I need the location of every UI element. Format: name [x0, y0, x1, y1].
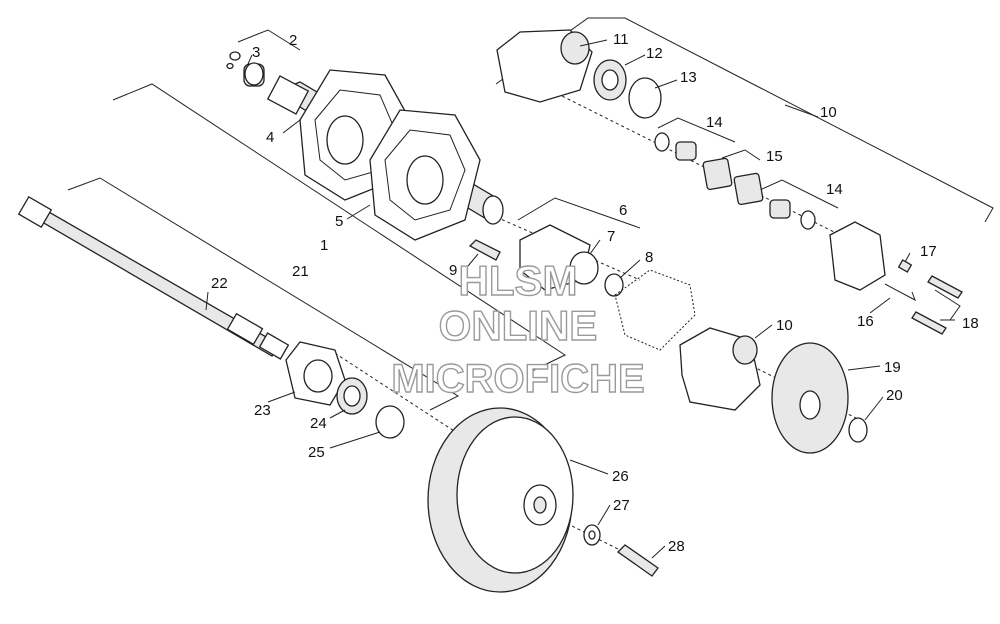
- watermark-line-2: ONLINE: [439, 302, 598, 349]
- part-brake-disc: [771, 342, 849, 454]
- part-snap-ring: [375, 405, 405, 439]
- part-bearing-12: [593, 59, 627, 101]
- part-caliper-lower: [679, 327, 761, 411]
- callout-26: 26: [612, 468, 629, 485]
- callout-17: 17: [920, 243, 937, 260]
- callout-18: 18: [962, 315, 979, 332]
- callout-20: 20: [886, 387, 903, 404]
- part-jackshaft: [17, 195, 290, 360]
- callout-5: 5: [335, 213, 343, 230]
- watermark-line-3: MICROFICHE: [391, 357, 644, 401]
- part-drive-shaft-sprockets: [266, 69, 504, 241]
- watermark: HLSM ONLINE MICROFICHE: [391, 256, 646, 401]
- part-bolt-28: [616, 544, 659, 577]
- callout-12: 12: [646, 45, 663, 62]
- callout-21: 21: [292, 263, 309, 280]
- callout-14-lower: 14: [826, 181, 843, 198]
- callout-labels: 1 2 3 4 5 6 7 8 9 10 10 11 12 13 14 14 1…: [211, 31, 979, 555]
- part-flange-plate-6: [519, 224, 624, 297]
- callout-23: 23: [254, 402, 271, 419]
- callout-25: 25: [308, 444, 325, 461]
- part-pin-16: [884, 283, 916, 302]
- callout-10-lower: 10: [776, 317, 793, 334]
- part-piston-14b: [769, 199, 816, 230]
- part-brake-pads-15: [702, 157, 764, 206]
- callout-13: 13: [680, 69, 697, 86]
- callout-10-upper: 10: [820, 104, 837, 121]
- part-caliper-upper: [496, 29, 593, 103]
- callout-28: 28: [668, 538, 685, 555]
- callout-22: 22: [211, 275, 228, 292]
- part-gasket: [614, 269, 696, 351]
- part-driven-clutch: [427, 407, 574, 593]
- callout-15: 15: [766, 148, 783, 165]
- part-washer: [583, 524, 601, 546]
- part-bleeder-17: [897, 259, 913, 273]
- part-seal-small: [226, 51, 265, 87]
- part-circlip: [848, 417, 868, 443]
- callout-14-upper: 14: [706, 114, 723, 131]
- callout-7: 7: [607, 228, 615, 245]
- callout-1: 1: [320, 237, 328, 254]
- leader-lines: [205, 39, 955, 559]
- callout-2: 2: [289, 32, 297, 49]
- callout-8: 8: [645, 249, 653, 266]
- part-piston-14a: [654, 132, 697, 161]
- watermark-line-1: HLSM: [459, 257, 578, 304]
- part-bolts-18: [911, 275, 963, 335]
- callout-27: 27: [613, 497, 630, 514]
- callout-19: 19: [884, 359, 901, 376]
- callout-4: 4: [266, 129, 274, 146]
- callout-16: 16: [857, 313, 874, 330]
- part-bolt-9: [468, 239, 501, 261]
- callout-11: 11: [613, 31, 629, 48]
- callout-3: 3: [252, 44, 260, 61]
- callout-24: 24: [310, 415, 327, 432]
- part-caliper-body: [829, 221, 886, 291]
- part-bearing: [336, 377, 368, 415]
- part-oring-13: [628, 77, 662, 119]
- callout-9: 9: [449, 262, 457, 279]
- callout-6: 6: [619, 202, 627, 219]
- part-bearing-flange: [285, 341, 346, 406]
